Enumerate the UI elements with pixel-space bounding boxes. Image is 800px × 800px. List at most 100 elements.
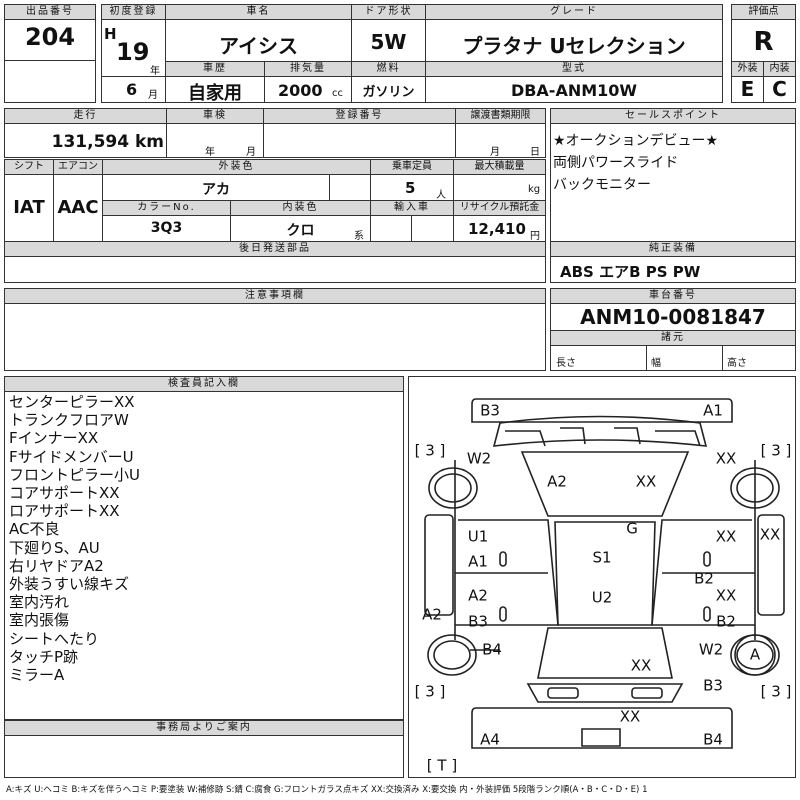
inspector-note: 右リヤドアA2 (9, 556, 104, 575)
inspector-note: ロアサポートXX (9, 502, 120, 521)
notes-label: 注意事項欄 (4, 288, 546, 304)
displacement-value: 2000 (278, 81, 323, 100)
sales-point-3: バックモニター (553, 177, 651, 193)
max-load-unit: kg (528, 184, 541, 195)
ext-color-label: 外装色 (102, 159, 371, 175)
genuine-label: 純正装備 (550, 241, 796, 257)
reg-divider (101, 76, 166, 77)
model-cell (425, 76, 723, 103)
dim-width-label: 幅 (651, 358, 661, 369)
color-no-label: カラーNo. (102, 200, 231, 216)
history-value: 自家用 (188, 83, 242, 104)
inspector-note: シートへたり (9, 629, 100, 648)
car-name-value: アイシス (219, 34, 298, 58)
score-value: R (753, 27, 774, 57)
inspection-month-unit: 月 (246, 147, 256, 158)
shift-value: IAT (13, 197, 45, 218)
grade-label: グレード (425, 4, 723, 20)
fuel-label: 燃料 (351, 61, 426, 77)
grade-value: プラタナ Uセレクション (462, 34, 686, 58)
door-cell (351, 19, 426, 62)
door-value: 5W (370, 30, 407, 54)
ac-value: AAC (57, 197, 99, 218)
interior-value: C (772, 77, 787, 101)
office-label: 事務局よりご案内 (4, 720, 404, 736)
import-label: 輸入車 (370, 200, 454, 216)
recycle-label: リサイクル預託金 (453, 200, 546, 216)
model-label: 型式 (425, 61, 723, 77)
car-name-label: 車名 (165, 4, 352, 20)
lot-no-blank (4, 60, 96, 103)
chassis-value: ANM10-0081847 (580, 305, 766, 329)
inspector-note: FインナーXX (9, 429, 99, 448)
sales-point-cell (550, 123, 796, 243)
ext-color-cell-2 (329, 174, 371, 201)
transfer-cell (455, 123, 546, 158)
mileage-value: 131,594 km (51, 132, 164, 152)
inspector-note: 下廻りS、AU (9, 538, 100, 557)
reg-month-value: 6 (126, 80, 138, 99)
notes-cell (4, 303, 546, 371)
recycle-unit: 円 (530, 231, 540, 242)
dims-label: 諸元 (550, 330, 796, 346)
reg-month-unit: 月 (148, 90, 158, 101)
later-parts-cell (4, 256, 546, 283)
reg-year-unit: 年 (150, 66, 160, 77)
shift-label: シフト (4, 159, 54, 175)
transfer-month-unit: 月 (490, 147, 500, 158)
lot-no-value: 204 (24, 23, 76, 51)
inspection-label: 車検 (166, 108, 264, 124)
int-color-label: 内装色 (230, 200, 371, 216)
ac-label: エアコン (53, 159, 103, 175)
int-color-unit: 系 (354, 231, 364, 242)
first-reg-cell (101, 19, 166, 103)
ext-color-cell (102, 174, 330, 201)
diagram-frame (408, 376, 796, 778)
inspector-note: 室内汚れ (9, 593, 70, 612)
office-cell (4, 735, 404, 778)
reg-year-value: 19 (116, 38, 150, 66)
inspector-note: コアサポートXX (9, 484, 120, 503)
history-label: 車歴 (165, 61, 265, 77)
inspector-note: トランクフロアW (9, 411, 129, 430)
shift-cell (4, 174, 54, 242)
inspector-note: 外装うすい線キズ (9, 575, 130, 594)
lot-no-cell (4, 19, 96, 61)
chassis-label: 車台番号 (550, 288, 796, 304)
genuine-cell (550, 256, 796, 283)
color-no-value: 3Q3 (150, 220, 183, 236)
ac-cell (53, 174, 103, 242)
inspector-notes-list: センターピラーXX トランクフロアW FインナーXX FサイドメンバーU フロン… (9, 393, 140, 684)
mileage-label: 走行 (4, 108, 167, 124)
genuine-value: ABS エアB PS PW (560, 263, 701, 281)
inspector-note: タッチP跡 (9, 647, 79, 666)
fuel-cell (351, 76, 426, 103)
transfer-label: 譲渡書類期限 (455, 108, 546, 124)
capacity-label: 乗車定員 (370, 159, 454, 175)
first-reg-label: 初度登録 (101, 4, 166, 20)
inspector-note: FサイドメンバーU (9, 447, 134, 466)
inspector-note: センターピラーXX (9, 393, 135, 411)
inspector-note: ミラーA (9, 666, 65, 685)
capacity-unit: 人 (436, 190, 446, 201)
car-name-cell (165, 19, 352, 62)
interior-cell (763, 76, 796, 103)
reg-no-cell (263, 123, 456, 158)
max-load-label: 最大積載量 (453, 159, 546, 175)
inspector-note: AC不良 (9, 520, 60, 539)
history-cell (165, 76, 265, 103)
later-parts-label: 後日発送部品 (4, 241, 546, 257)
inspection-year-unit: 年 (205, 147, 215, 158)
score-cell (731, 19, 796, 62)
interior-label: 内装 (763, 61, 796, 77)
sales-point-2: 両側パワースライド (553, 155, 679, 171)
transfer-day-unit: 日 (530, 147, 540, 158)
exterior-value: E (740, 77, 755, 101)
fuel-value: ガソリン (362, 85, 415, 100)
inspector-cell (4, 391, 404, 720)
legend-text: A:キズ U:ヘコミ B:キズを伴うヘコミ P:要塗装 W:補修跡 S:錆 C:… (6, 785, 648, 795)
displacement-cell (264, 76, 352, 103)
dim-height-label: 高さ (727, 358, 747, 369)
dim-height-cell (722, 345, 796, 371)
capacity-value: 5 (405, 179, 416, 197)
